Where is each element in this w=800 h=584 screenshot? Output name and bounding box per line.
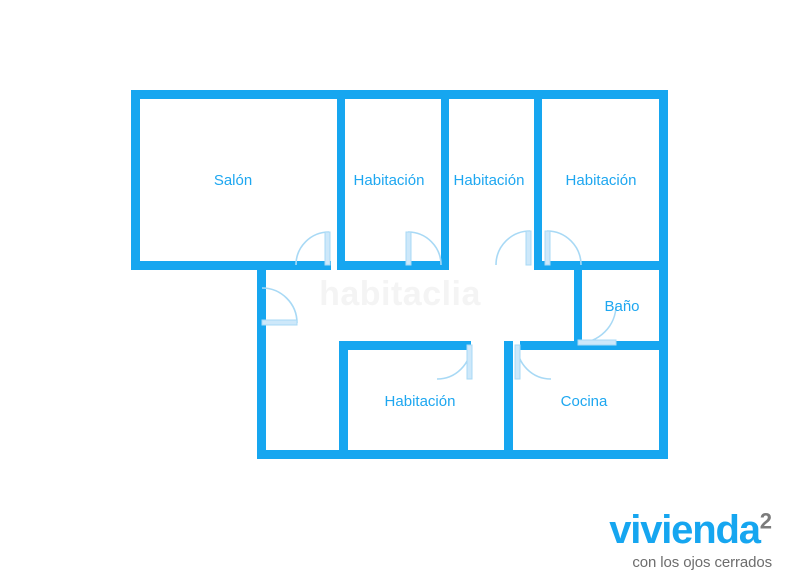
wall-divider-hab4-left <box>339 341 348 459</box>
room-label-habitacion-2: Habitación <box>454 172 525 189</box>
door-hallway <box>261 287 298 326</box>
logo-tagline: con los ojos cerrados <box>632 554 772 571</box>
door-habitacion-1 <box>405 231 442 266</box>
wall-exterior-left-upper <box>131 90 140 270</box>
wall-bano-left <box>574 261 582 350</box>
wall-lower-rooms-top-right <box>520 341 576 350</box>
wall-salon-bottom <box>131 261 331 270</box>
wall-exterior-top <box>131 90 668 99</box>
wall-exterior-bottom <box>257 450 668 459</box>
room-label-group: Salón Habitación Habitación Habitación B… <box>214 172 640 410</box>
watermark-habitaclia: habitaclia <box>319 275 481 313</box>
room-label-habitacion-1: Habitación <box>354 172 425 189</box>
wall-group <box>131 90 668 459</box>
room-label-habitacion-4: Habitación <box>385 393 456 410</box>
wall-lower-rooms-top-left <box>339 341 471 350</box>
room-label-bano: Baño <box>604 298 639 315</box>
door-cocina <box>514 344 552 380</box>
wall-divider-salon-hab1 <box>337 90 345 270</box>
logo-superscript: 2 <box>759 508 772 534</box>
vivienda-logo: vivienda2 con los ojos cerrados <box>609 510 772 570</box>
wall-divider-hab2-hab3 <box>534 90 542 270</box>
room-label-cocina: Cocina <box>561 393 608 410</box>
room-label-habitacion-3: Habitación <box>566 172 637 189</box>
wall-hab-row-bottom-left <box>345 261 449 270</box>
wall-divider-hab4-cocina <box>504 341 513 459</box>
door-habitacion-4 <box>436 344 473 380</box>
wall-hallway-left <box>257 261 266 459</box>
door-bano <box>577 304 617 346</box>
logo-wordmark-text: vivienda <box>609 508 761 552</box>
door-salon <box>295 231 331 266</box>
wall-exterior-right <box>659 90 668 459</box>
room-label-salon: Salón <box>214 172 252 189</box>
door-group <box>261 230 617 380</box>
door-habitacion-3 <box>544 230 582 266</box>
door-habitacion-2 <box>495 230 532 266</box>
wall-divider-hab1-hab2 <box>441 90 449 270</box>
logo-wordmark: vivienda2 <box>609 510 772 550</box>
wall-hab-row-bottom-right <box>542 261 668 270</box>
wall-bano-bottom <box>574 341 668 350</box>
